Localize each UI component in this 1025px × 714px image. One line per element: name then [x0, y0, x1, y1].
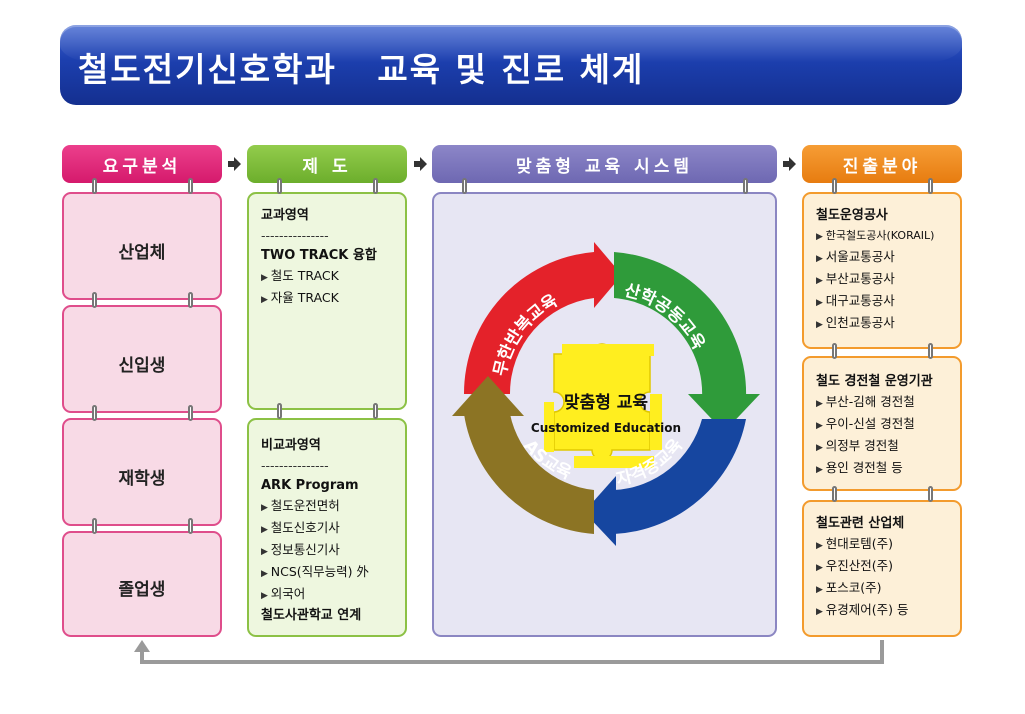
career-item: 우이-신설 경전철 — [816, 414, 962, 436]
cycle-center-subtitle: Customized Education — [531, 421, 681, 435]
header-system: 제 도 — [247, 145, 407, 183]
career-item: 유경제어(주) 등 — [816, 600, 962, 622]
header-demand: 요구분석 — [62, 145, 222, 183]
career-item: 현대로템(주) — [816, 534, 962, 556]
binder-ring-icon — [188, 292, 193, 308]
binder-ring-icon — [832, 343, 837, 359]
binder-ring-icon — [373, 403, 378, 419]
binder-ring-icon — [743, 178, 748, 194]
career-item: 대구교통공사 — [816, 291, 962, 313]
extracurricular-item: 철도운전면허 — [261, 496, 406, 518]
extracurricular-item: 철도신호기사 — [261, 518, 406, 540]
career-item: 한국철도공사(KORAIL) — [816, 226, 962, 247]
career-item: 의정부 경전철 — [816, 436, 962, 458]
demand-label: 산업체 — [118, 243, 166, 263]
cycle-center-title: 맞춤형 교육 — [564, 392, 648, 413]
binder-ring-icon — [188, 178, 193, 194]
binder-ring-icon — [92, 405, 97, 421]
binder-ring-icon — [188, 405, 193, 421]
demand-card-student: 재학생 — [62, 418, 222, 526]
custom-education-panel: 무한반복교육 산학공동교육 자격증교육 AS교육 맞춤형 교육 Customiz… — [432, 192, 777, 637]
repeat-education-arrow — [463, 252, 594, 394]
curricular-title: 교과영역 — [261, 208, 309, 223]
career-item: 우진산전(주) — [816, 556, 962, 578]
career-card-industry: 철도관련 산업체 현대로템(주) 우진산전(주) 포스코(주) 유경제어(주) … — [802, 500, 962, 637]
career-item: 용인 경전철 등 — [816, 458, 962, 480]
header-custom-education: 맞춤형 교육 시스템 — [432, 145, 777, 183]
career-title: 철도운영공사 — [816, 208, 888, 223]
curricular-card: 교과영역 --------------- TWO TRACK 융합 철도 TRA… — [247, 192, 407, 410]
demand-card-freshman: 신입생 — [62, 305, 222, 413]
extracurricular-title: 비교과영역 — [261, 438, 321, 453]
extracurricular-footer: 철도사관학교 연계 — [261, 608, 362, 623]
career-item: 부산교통공사 — [816, 269, 962, 291]
demand-label: 졸업생 — [118, 580, 166, 600]
divider: --------------- — [261, 458, 329, 473]
extracurricular-card: 비교과영역 --------------- ARK Program 철도운전면허… — [247, 418, 407, 637]
binder-ring-icon — [462, 178, 467, 194]
demand-label: 신입생 — [118, 356, 166, 376]
career-card-operator: 철도운영공사 한국철도공사(KORAIL) 서울교통공사 부산교통공사 대구교통… — [802, 192, 962, 349]
demand-label: 재학생 — [118, 469, 166, 489]
binder-ring-icon — [928, 343, 933, 359]
career-item: 인천교통공사 — [816, 313, 962, 335]
career-title: 철도관련 산업체 — [816, 516, 905, 531]
as-education-arrow — [464, 414, 594, 534]
header-career: 진출분야 — [802, 145, 962, 183]
binder-ring-icon — [92, 292, 97, 308]
binder-ring-icon — [373, 178, 378, 194]
extracurricular-item: 정보통신기사 — [261, 540, 406, 562]
binder-ring-icon — [188, 518, 193, 534]
extracurricular-item: 외국어 — [261, 584, 406, 606]
curricular-item: 철도 TRACK — [261, 266, 401, 288]
curricular-item: 자율 TRACK — [261, 288, 401, 310]
career-item: 포스코(주) — [816, 578, 962, 600]
binder-ring-icon — [92, 178, 97, 194]
demand-card-industry: 산업체 — [62, 192, 222, 300]
binder-ring-icon — [277, 178, 282, 194]
title-banner: 철도전기신호학과 교육 및 진로 체계 — [60, 25, 962, 105]
career-item: 서울교통공사 — [816, 247, 962, 269]
binder-ring-icon — [277, 403, 282, 419]
divider: --------------- — [261, 228, 329, 243]
extracurricular-item: NCS(직무능력) 外 — [261, 562, 406, 584]
industry-education-arrow — [614, 252, 747, 399]
binder-ring-icon — [832, 486, 837, 502]
binder-ring-icon — [928, 178, 933, 194]
binder-ring-icon — [92, 518, 97, 534]
binder-ring-icon — [832, 178, 837, 194]
binder-ring-icon — [928, 486, 933, 502]
education-cycle-diagram: 무한반복교육 산학공동교육 자격증교육 AS교육 맞춤형 교육 Customiz… — [452, 242, 760, 546]
demand-card-graduate: 졸업생 — [62, 531, 222, 637]
certificate-education-arrow — [614, 419, 746, 534]
puzzle-icon — [544, 343, 662, 468]
curricular-subtitle: TWO TRACK 융합 — [261, 248, 377, 263]
career-item: 부산-김해 경전철 — [816, 392, 962, 414]
career-title: 철도 경전철 운영기관 — [816, 374, 933, 389]
career-card-lightrail: 철도 경전철 운영기관 부산-김해 경전철 우이-신설 경전철 의정부 경전철 … — [802, 356, 962, 491]
extracurricular-subtitle: ARK Program — [261, 478, 359, 493]
